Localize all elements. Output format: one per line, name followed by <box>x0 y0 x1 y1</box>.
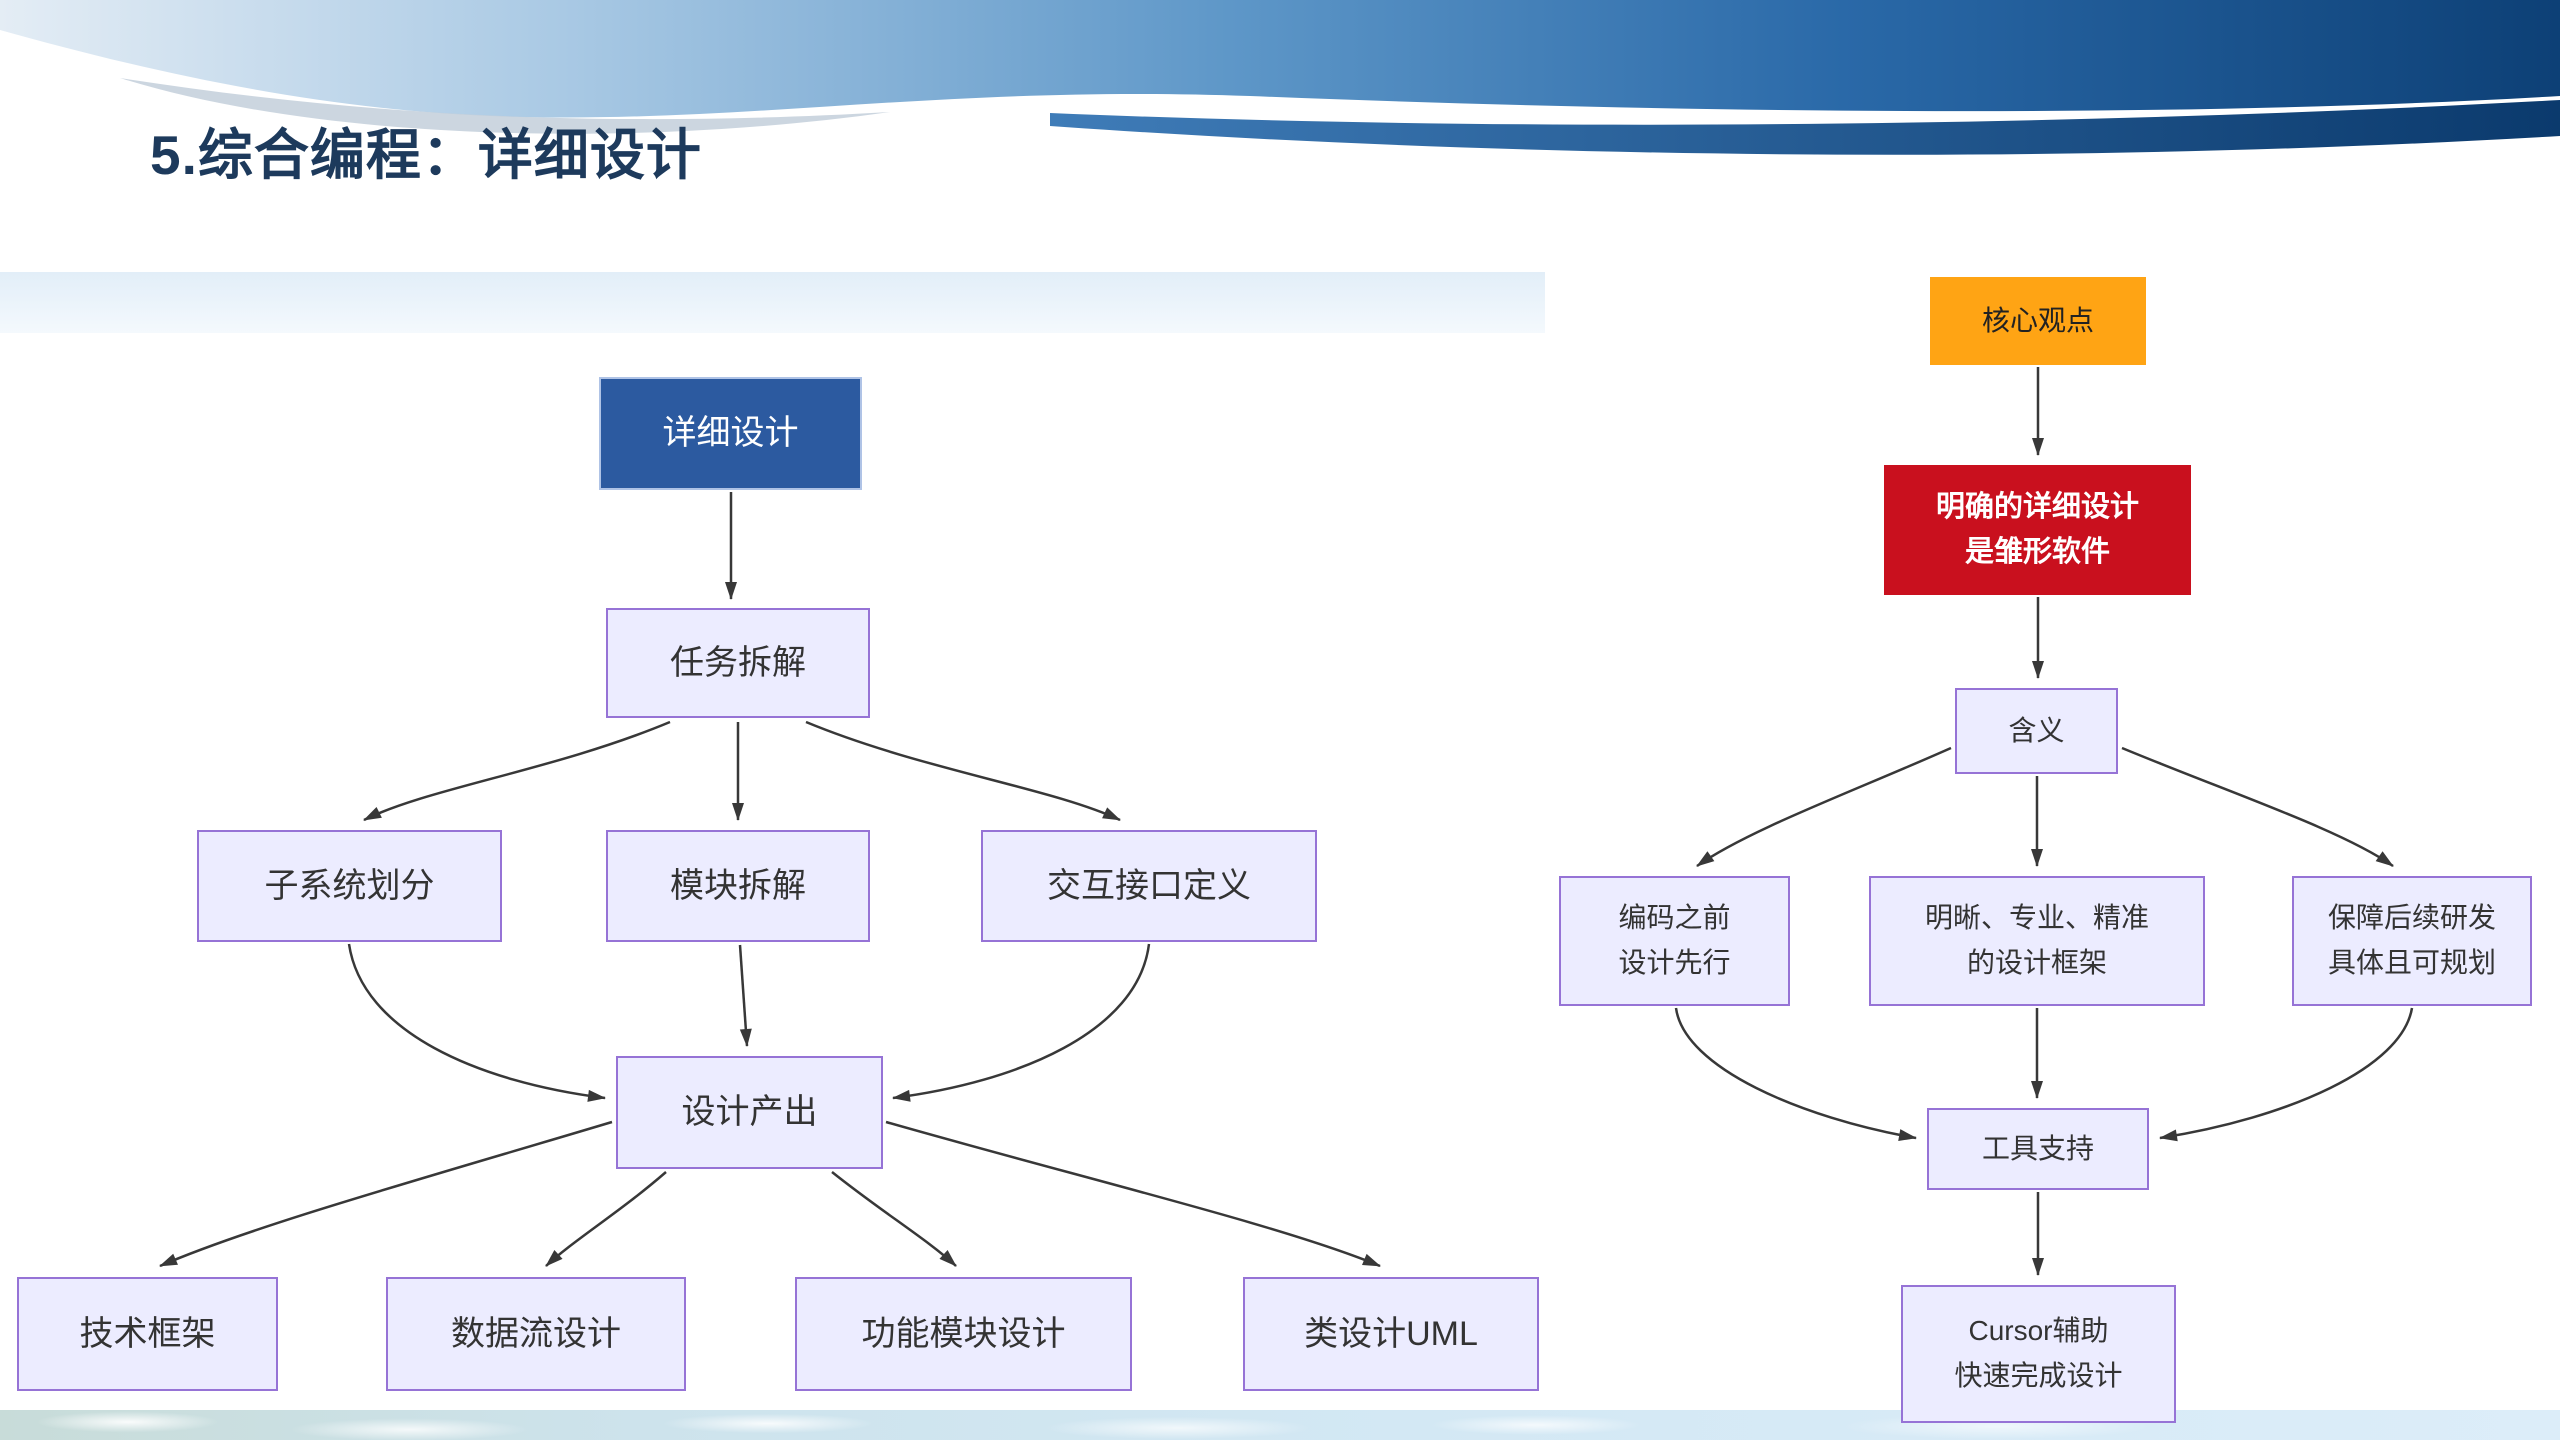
node-design-before-coding: 编码之前 设计先行 <box>1559 876 1790 1006</box>
node-guarantee-followup-line1: 保障后续研发 <box>2327 902 2496 934</box>
edge-module-output <box>738 944 752 1047</box>
node-module-breakdown: 模块拆解 <box>606 830 870 942</box>
node-design-before-coding-line1: 编码之前 <box>1618 902 1731 934</box>
header-wave-decoration <box>0 0 2560 155</box>
edge-meaning-before <box>1696 746 1952 868</box>
edge-subsystem-output <box>347 943 606 1102</box>
edge-meaning-guarantee <box>2121 746 2394 868</box>
edge-output-dataflow <box>545 1171 667 1267</box>
header-gray-swoosh <box>120 78 890 134</box>
page-title: 5.综合编程：详细设计 <box>150 124 702 186</box>
background-band <box>0 272 1545 333</box>
header-main-wave <box>0 0 2560 118</box>
node-functional-module-design-label: 功能模块设计 <box>861 1314 1066 1353</box>
node-clear-design-thesis-line1: 明确的详细设计 <box>1935 491 2139 524</box>
node-subsystem-division-label: 子系统划分 <box>264 866 435 905</box>
edge-task-subsystem <box>363 720 671 822</box>
node-design-output: 设计产出 <box>616 1056 883 1169</box>
node-guarantee-followup: 保障后续研发 具体且可规划 <box>2292 876 2532 1006</box>
edge-before-tools <box>1674 1007 1917 1141</box>
node-clear-design-thesis-line2: 是雏形软件 <box>1964 536 2110 568</box>
node-interface-definition: 交互接口定义 <box>981 830 1317 942</box>
node-cursor-assist-line1: Cursor辅助 <box>1968 1315 2109 1347</box>
node-tool-support-label: 工具支持 <box>1981 1132 2094 1164</box>
node-clear-professional-framework-line1: 明晰、专业、精准 <box>1924 902 2149 934</box>
node-cursor-assist: Cursor辅助 快速完成设计 <box>1901 1285 2176 1423</box>
node-interface-definition-label: 交互接口定义 <box>1047 866 1251 905</box>
node-clear-professional-framework-line2: 的设计框架 <box>1966 947 2107 978</box>
node-module-breakdown-label: 模块拆解 <box>670 866 806 905</box>
node-tool-support: 工具支持 <box>1927 1108 2149 1190</box>
node-detailed-design: 详细设计 <box>599 377 862 490</box>
node-dataflow-design: 数据流设计 <box>386 1277 686 1391</box>
node-task-breakdown-label: 任务拆解 <box>670 643 806 682</box>
node-detailed-design-label: 详细设计 <box>662 414 799 452</box>
edge-task-interface <box>805 720 1121 822</box>
node-meaning-label: 含义 <box>2008 714 2065 746</box>
node-core-viewpoint: 核心观点 <box>1930 277 2146 365</box>
node-tech-framework-label: 技术框架 <box>79 1314 216 1353</box>
edge-output-tech <box>159 1120 613 1268</box>
node-class-design-uml-label: 类设计UML <box>1304 1314 1478 1353</box>
node-cursor-assist-line2: 快速完成设计 <box>1954 1360 2123 1391</box>
footer-cloud-strip <box>0 1410 2560 1440</box>
node-subsystem-division: 子系统划分 <box>197 830 502 942</box>
edge-interface-output <box>892 943 1151 1102</box>
node-clear-design-thesis: 明确的详细设计 是雏形软件 <box>1884 465 2191 595</box>
node-dataflow-design-label: 数据流设计 <box>451 1314 621 1353</box>
node-clear-professional-framework: 明晰、专业、精准 的设计框架 <box>1869 876 2205 1006</box>
edge-output-uml <box>885 1120 1381 1268</box>
node-functional-module-design: 功能模块设计 <box>795 1277 1132 1391</box>
edge-output-funcmodule <box>831 1171 957 1267</box>
node-design-output-label: 设计产出 <box>681 1093 818 1131</box>
header-lower-wave <box>1050 100 2560 155</box>
node-guarantee-followup-line2: 具体且可规划 <box>2327 947 2496 978</box>
node-tech-framework: 技术框架 <box>17 1277 278 1391</box>
node-task-breakdown: 任务拆解 <box>606 608 870 718</box>
node-class-design-uml: 类设计UML <box>1243 1277 1539 1391</box>
node-design-before-coding-line2: 设计先行 <box>1618 947 1731 978</box>
edge-guarantee-tools <box>2159 1007 2414 1142</box>
node-meaning: 含义 <box>1955 688 2118 774</box>
node-core-viewpoint-label: 核心观点 <box>1981 304 2094 336</box>
